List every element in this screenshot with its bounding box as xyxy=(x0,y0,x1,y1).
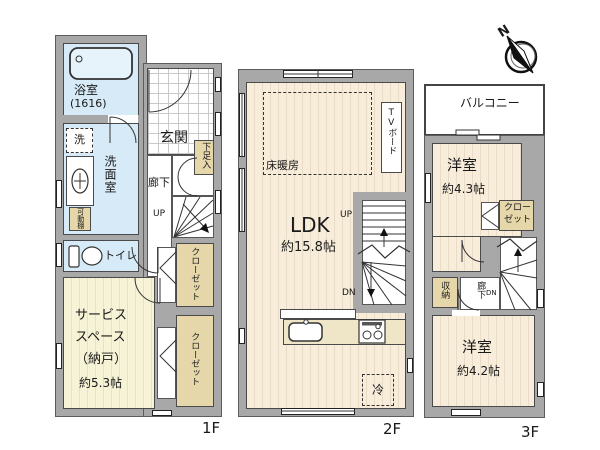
f1-service-label-1: サービス xyxy=(75,308,128,323)
compass-n-label: N xyxy=(495,22,513,41)
f3-closet-label-2: ゼット xyxy=(504,215,532,225)
f3-closet xyxy=(499,200,534,231)
f3-balcony xyxy=(424,84,545,136)
f3-room2 xyxy=(432,315,535,407)
f3-room1-label: 洋室 xyxy=(447,156,478,174)
f1-window-left-3 xyxy=(56,343,62,369)
f1-toilet-label: トイレ xyxy=(104,249,137,262)
f3-room2-area-label: 約4.2帖 xyxy=(457,364,501,378)
f1-up-label: UP xyxy=(153,209,166,219)
f2-window-right-1 xyxy=(407,358,413,373)
f1-closet-1 xyxy=(176,243,214,307)
f1-window-bottom xyxy=(152,410,172,416)
f1-bath-door-gap xyxy=(108,115,138,123)
f1-entrance-label: 玄関 xyxy=(160,130,188,146)
f2-ldk-area-label: 約15.8帖 xyxy=(281,240,336,255)
f2-tv-board-label: TVボード xyxy=(386,108,397,155)
f1-stairs-area xyxy=(172,196,214,238)
f3-balcony-label: バルコニー xyxy=(460,96,520,110)
f1-window-left-2 xyxy=(56,243,62,267)
f1-closet-2-label: クローゼット xyxy=(189,332,200,386)
f3-room2-door-gap xyxy=(452,310,480,316)
f3-window-right-2 xyxy=(537,382,544,397)
f1-closet-door-1 xyxy=(157,247,176,303)
f3-closet-door xyxy=(481,202,499,230)
f2-up-label: UP xyxy=(340,210,353,220)
f1-window-right-1 xyxy=(215,77,221,92)
f2-fridge-label: 冷 xyxy=(372,383,385,397)
f2-window-left-1 xyxy=(239,93,245,157)
f3-room2-label: 洋室 xyxy=(462,338,493,356)
f3-window-right-1 xyxy=(537,289,544,308)
f2-kitchen-counter-bar xyxy=(280,309,356,319)
f3-stairs-area xyxy=(500,237,537,310)
f2-floor-label: 2F xyxy=(383,420,402,438)
f2-stair-wall-bottom xyxy=(353,305,409,313)
f2-dn-label: DN xyxy=(342,288,356,298)
f2-window-bottom xyxy=(281,408,355,415)
f2-window-left-3 xyxy=(239,328,245,344)
f1-vanity xyxy=(66,156,94,206)
compass-icon xyxy=(504,35,538,74)
f1-service-label-2: スペース xyxy=(75,330,126,345)
f2-window-top xyxy=(283,70,353,78)
f1-shelf-label: 可動棚 xyxy=(76,208,85,229)
f1-washroom-label: 洗面室 xyxy=(103,155,117,194)
f3-corridor-label: 廊下 xyxy=(475,281,486,299)
f1-shoe-box-label: 下足入 xyxy=(200,142,211,169)
f1-closet-1-label: クローゼット xyxy=(189,247,200,301)
f3-storage xyxy=(432,277,458,308)
f2-tv-board xyxy=(381,102,402,173)
f1-washer-box xyxy=(66,128,93,153)
f1-shoe-box xyxy=(194,140,214,175)
f1-shelf-box xyxy=(69,207,91,231)
f1-service-label-3: （納戸） xyxy=(75,352,128,367)
f3-closet-label-1: クロー xyxy=(504,203,532,213)
f1-closet-2 xyxy=(176,315,214,407)
f1-corridor-label: 廊下 xyxy=(148,176,170,189)
f2-fridge-box xyxy=(362,374,394,406)
f1-service-area-label: 約5.3帖 xyxy=(79,376,123,390)
f2-stair-wall-top xyxy=(353,192,409,200)
f2-stair-wall-left xyxy=(353,192,362,313)
f1-washer-label: 洗 xyxy=(74,133,85,146)
f3-floor-label: 3F xyxy=(521,423,540,441)
f1-bathroom-size-label: (1616) xyxy=(70,97,107,110)
f1-floor-label: 1F xyxy=(202,419,221,437)
f1-bath-divider-wall xyxy=(63,115,139,123)
f1-closet-door-2 xyxy=(157,327,176,399)
f3-window-left-1 xyxy=(425,173,431,203)
f2-window-left-2 xyxy=(239,168,245,232)
f2-floor-heating-label: 床暖房 xyxy=(266,159,299,172)
f3-dn-label: DN xyxy=(486,289,497,297)
f3-window-bottom xyxy=(451,409,481,416)
f1-window-right-3 xyxy=(215,190,221,214)
f2-ldk-label: LDK xyxy=(290,213,330,237)
f2-stairs-area xyxy=(362,200,406,305)
f2-kitchen-counter xyxy=(283,319,406,345)
f3-room1-area-label: 約4.3帖 xyxy=(442,182,486,196)
f1-bathroom-label: 浴室 xyxy=(74,83,99,97)
f1-window-right-2 xyxy=(215,112,221,136)
f1-window-left-1 xyxy=(56,180,62,208)
f2-floor-heating-zone xyxy=(263,92,372,175)
f3-storage-label: 収納 xyxy=(439,281,450,299)
